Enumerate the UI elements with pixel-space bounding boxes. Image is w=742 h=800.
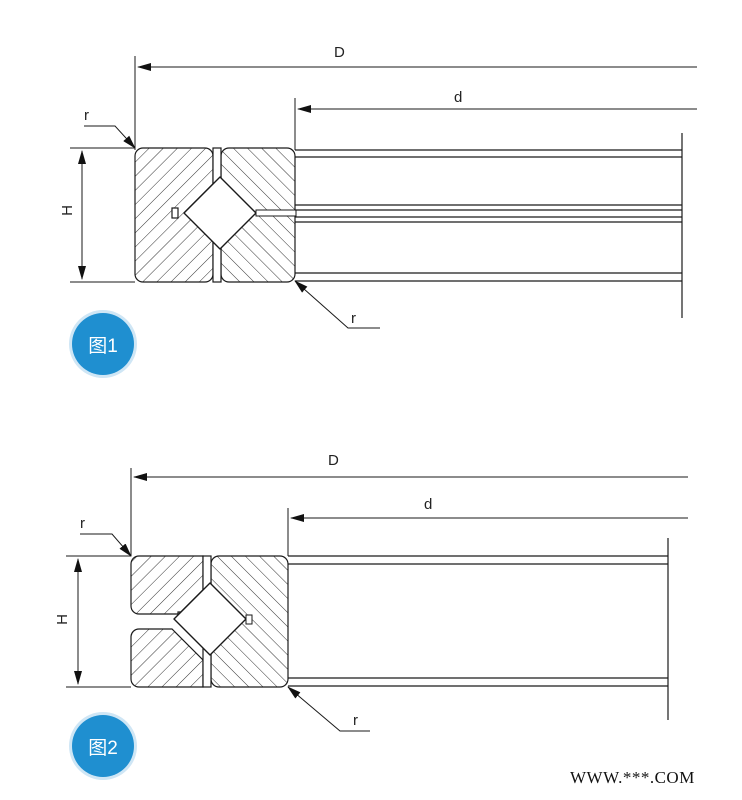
- dimension-d-label: d: [454, 89, 463, 106]
- figure-2-badge: 图2: [72, 715, 134, 777]
- dimension-D-label: D: [328, 452, 339, 469]
- radius-r-bottom-label: r: [351, 310, 356, 327]
- radius-r-top-label: r: [84, 107, 89, 124]
- watermark-text: WWW.***.COM: [570, 768, 695, 787]
- radius-r-top-label: r: [80, 515, 85, 532]
- dimension-H-label: H: [53, 614, 71, 625]
- figure-2: [66, 468, 688, 732]
- figure-1-badge: 图1: [72, 313, 134, 375]
- dimension-H-label: H: [58, 205, 76, 216]
- figure-1: [70, 56, 697, 329]
- radius-r-bottom-label: r: [353, 712, 358, 729]
- dimension-d-label: d: [424, 496, 433, 513]
- dimension-D-label: D: [334, 44, 345, 61]
